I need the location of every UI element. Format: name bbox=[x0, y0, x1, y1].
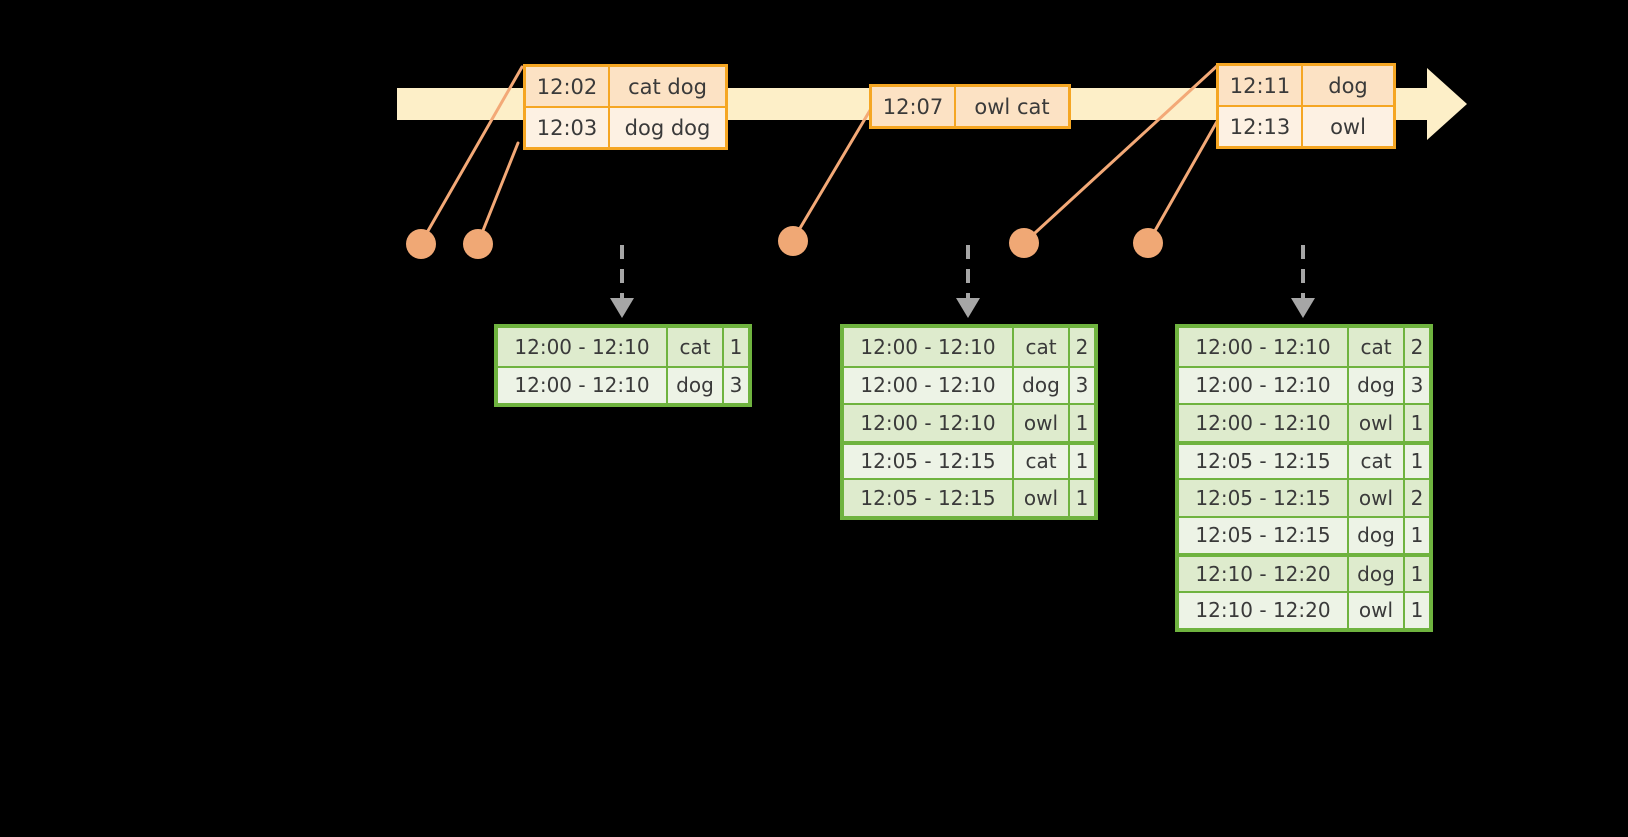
cell-count: 3 bbox=[1405, 367, 1429, 403]
cell-word: owl bbox=[1349, 480, 1405, 516]
connector-line-3 bbox=[791, 105, 874, 242]
cell-count: 1 bbox=[1405, 444, 1429, 478]
cell-count: 3 bbox=[1070, 367, 1094, 403]
cell-window: 12:00 - 12:10 bbox=[844, 328, 1014, 366]
cell-window: 12:00 - 12:10 bbox=[1179, 405, 1349, 441]
connector-line-4 bbox=[1022, 64, 1219, 245]
emit-arrow-3 bbox=[1291, 245, 1315, 318]
cell-window: 12:05 - 12:15 bbox=[1179, 480, 1349, 516]
event-row: 12:07 owl cat bbox=[872, 87, 1068, 126]
event-time: 12:02 bbox=[526, 67, 610, 106]
cell-count: 1 bbox=[724, 328, 748, 366]
event-words: cat dog bbox=[610, 67, 725, 106]
cell-count: 2 bbox=[1405, 480, 1429, 516]
cell-window: 12:05 - 12:15 bbox=[1179, 517, 1349, 553]
event-time: 12:07 bbox=[872, 87, 956, 126]
connector-dots bbox=[406, 226, 1163, 259]
event-group-3[interactable]: 12:11 dog 12:13 owl bbox=[1216, 63, 1396, 149]
emit-arrow-2 bbox=[956, 245, 980, 318]
dot-3 bbox=[778, 226, 808, 256]
cell-count: 1 bbox=[1405, 592, 1429, 628]
connector-line-1 bbox=[419, 65, 524, 245]
cell-count: 1 bbox=[1405, 517, 1429, 553]
cell-count: 3 bbox=[724, 367, 748, 403]
connector-line-5 bbox=[1146, 116, 1221, 245]
event-words: owl cat bbox=[956, 87, 1068, 126]
event-row: 12:03 dog dog bbox=[526, 106, 725, 147]
event-words: owl bbox=[1303, 107, 1393, 146]
cell-window: 12:00 - 12:10 bbox=[844, 405, 1014, 441]
dot-5 bbox=[1133, 228, 1163, 258]
cell-window: 12:00 - 12:10 bbox=[1179, 328, 1349, 366]
event-time: 12:03 bbox=[526, 108, 610, 147]
cell-window: 12:05 - 12:15 bbox=[1179, 444, 1349, 478]
cell-window: 12:00 - 12:10 bbox=[844, 367, 1014, 403]
event-row: 12:02 cat dog bbox=[526, 67, 725, 106]
cell-window: 12:00 - 12:10 bbox=[1179, 367, 1349, 403]
cell-window: 12:10 - 12:20 bbox=[1179, 592, 1349, 628]
cell-word: owl bbox=[1349, 405, 1405, 441]
cell-count: 1 bbox=[1070, 444, 1094, 478]
cell-window: 12:00 - 12:10 bbox=[498, 328, 668, 366]
cell-word: cat bbox=[1349, 444, 1405, 478]
cell-word: cat bbox=[668, 328, 724, 366]
cell-word: cat bbox=[1014, 328, 1070, 366]
event-row: 12:11 dog bbox=[1219, 66, 1393, 105]
emit-arrows bbox=[610, 245, 1315, 318]
event-row: 12:13 owl bbox=[1219, 105, 1393, 146]
dot-2 bbox=[463, 229, 493, 259]
cell-word: dog bbox=[1349, 557, 1405, 591]
cell-word: dog bbox=[1014, 367, 1070, 403]
cell-word: owl bbox=[1014, 480, 1070, 516]
event-group-1[interactable]: 12:02 cat dog 12:03 dog dog bbox=[523, 64, 728, 150]
cell-word: cat bbox=[1014, 444, 1070, 478]
dot-1 bbox=[406, 229, 436, 259]
cell-word: dog bbox=[1349, 517, 1405, 553]
event-time: 12:13 bbox=[1219, 107, 1303, 146]
cell-word: dog bbox=[1349, 367, 1405, 403]
cell-window: 12:05 - 12:15 bbox=[844, 480, 1014, 516]
cell-window: 12:00 - 12:10 bbox=[498, 367, 668, 403]
cell-window: 12:05 - 12:15 bbox=[844, 444, 1014, 478]
cell-word: owl bbox=[1349, 592, 1405, 628]
cell-window: 12:10 - 12:20 bbox=[1179, 557, 1349, 591]
dot-4 bbox=[1009, 228, 1039, 258]
connector-lines bbox=[419, 64, 1221, 245]
event-time: 12:11 bbox=[1219, 66, 1303, 105]
cell-count: 1 bbox=[1070, 480, 1094, 516]
cell-count: 1 bbox=[1070, 405, 1094, 441]
cell-count: 2 bbox=[1070, 328, 1094, 366]
cell-count: 1 bbox=[1405, 557, 1429, 591]
cell-word: cat bbox=[1349, 328, 1405, 366]
event-group-2[interactable]: 12:07 owl cat bbox=[869, 84, 1071, 129]
cell-word: dog bbox=[668, 367, 724, 403]
event-words: dog dog bbox=[610, 108, 725, 147]
cell-count: 1 bbox=[1405, 405, 1429, 441]
connector-line-2 bbox=[476, 141, 520, 245]
cell-word: owl bbox=[1014, 405, 1070, 441]
emit-arrow-1 bbox=[610, 245, 634, 318]
event-words: dog bbox=[1303, 66, 1393, 105]
cell-count: 2 bbox=[1405, 328, 1429, 366]
